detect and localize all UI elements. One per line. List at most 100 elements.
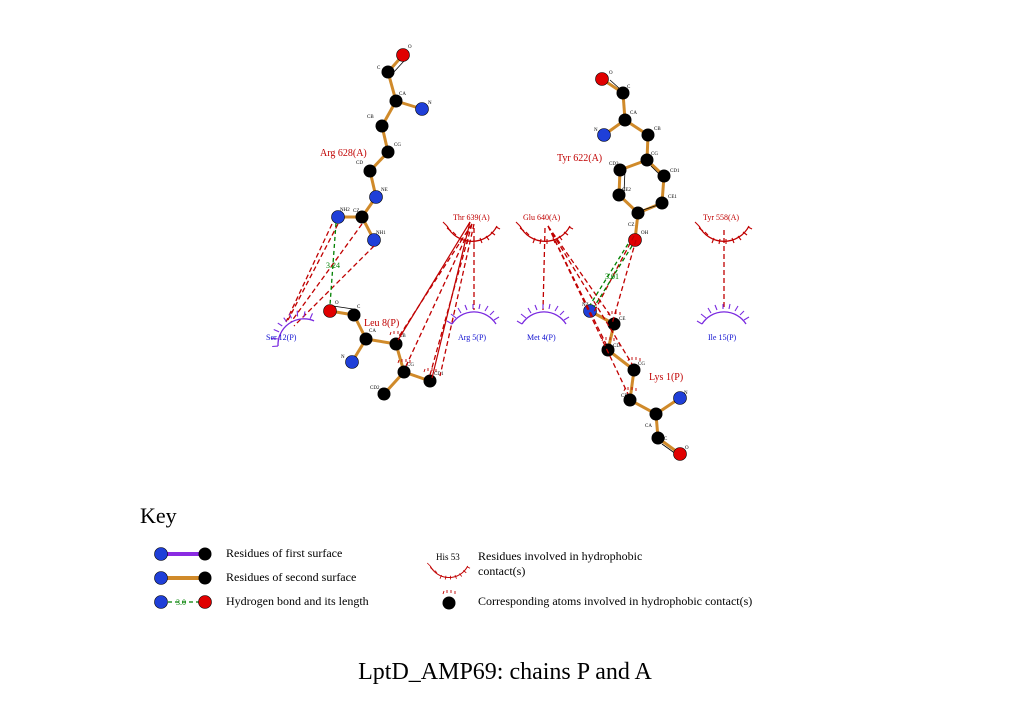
atom-carbon — [423, 374, 437, 388]
residue-tyr622: O C CA N CB CG CD2 CE2 CD1 CE1 CZ OH Tyr… — [557, 71, 680, 247]
atom-label: NE — [381, 188, 388, 193]
atom-carbon — [618, 113, 632, 127]
atom-carbon — [623, 393, 637, 407]
atom-carbon — [355, 210, 369, 224]
atom-carbon — [613, 163, 627, 177]
atom-label: O — [609, 71, 613, 76]
atom-label: N — [341, 355, 345, 360]
atom-carbon — [655, 196, 669, 210]
hbond-length: 3.01 — [605, 272, 619, 281]
atom-carbon — [347, 308, 361, 322]
atom-nitrogen — [345, 355, 359, 369]
legend-hbond: Hydrogen bond and its length — [226, 594, 369, 608]
atom-label: CE — [619, 317, 625, 322]
atom-carbon — [657, 169, 671, 183]
residue-label: Tyr 622(A) — [557, 153, 602, 164]
residue-label: Glu 640(A) — [523, 213, 560, 222]
atom-carbon — [381, 145, 395, 159]
legend-hydrophobic-atoms: Corresponding atoms involved in hydropho… — [478, 594, 752, 608]
atom-label: O — [685, 446, 689, 451]
atom-carbon — [627, 363, 641, 377]
figure-caption: LptD_AMP69: chains P and A — [358, 659, 652, 685]
atom-label: CB — [367, 115, 374, 120]
atom-oxygen — [323, 304, 337, 318]
residue-label: Lys 1(P) — [649, 372, 683, 383]
atom-label: CE2 — [622, 188, 631, 193]
residue-label: Tyr 558(A) — [703, 213, 739, 222]
atom-label: N — [428, 101, 432, 106]
legend-title: Key — [140, 503, 177, 528]
atom-label: C — [377, 66, 381, 71]
atom-label: CZ — [353, 209, 359, 214]
atom-label: CD2 — [609, 162, 619, 167]
atom-label: CA — [645, 424, 652, 429]
atom-label: C — [664, 437, 668, 442]
atom-label: CB — [654, 127, 661, 132]
atom-carbon — [649, 407, 663, 421]
atom-label: C — [627, 85, 631, 90]
atom-carbon — [607, 317, 621, 331]
atom-carbon — [640, 153, 654, 167]
legend-hydrophobic-line1: Residues involved in hydrophobic — [478, 549, 642, 563]
atom-label: CZ — [628, 223, 634, 228]
atom-label: CB — [621, 394, 628, 399]
atom-label: NH2 — [340, 208, 350, 213]
atom-oxygen — [595, 72, 609, 86]
atom-label: CD — [613, 344, 620, 349]
residue-label: Arg 628(A) — [320, 148, 367, 159]
atom-label: CG — [407, 363, 414, 368]
hydrophobic-residue-glu640: Glu 640(A) — [515, 213, 574, 245]
atom-label: CA — [369, 329, 376, 334]
atom-nitrogen — [369, 190, 383, 204]
hydrophobic-residue-tyr558: Tyr 558(A) — [694, 213, 753, 245]
atom-oxygen — [396, 48, 410, 62]
atom-label: N — [684, 391, 688, 396]
atom-carbon — [631, 206, 645, 220]
atom-label: CB — [399, 334, 406, 339]
residue-leu8: O C CA N CB CG CD2 CD1 Leu 8(P) — [323, 301, 444, 401]
legend-hbond-length: 3.0 — [176, 598, 186, 607]
residue-label: Met 4(P) — [527, 333, 556, 342]
atom-oxygen — [628, 233, 642, 247]
atom-carbon — [389, 337, 403, 351]
hydrophobic-contacts — [285, 223, 725, 395]
atom-label: CG — [394, 143, 401, 148]
hydrophobic-residue-ile15: Ile 15(P) — [696, 303, 750, 342]
atom-label: NH1 — [376, 231, 386, 236]
atom-carbon — [375, 119, 389, 133]
atom-carbon — [389, 94, 403, 108]
hydrophobic-residue-met4: Met 4(P) — [516, 303, 570, 342]
atom-label: CG — [638, 362, 645, 367]
atom-label: CD1 — [670, 169, 680, 174]
atom-carbon — [377, 387, 391, 401]
atom-oxygen — [673, 447, 687, 461]
residue-label: Ile 15(P) — [708, 333, 737, 342]
atom-label: CD2 — [370, 386, 380, 391]
residue-label: Arg 5(P) — [458, 333, 486, 342]
atom-nitrogen — [597, 128, 611, 142]
legend-hydrophobic-line2: contact(s) — [478, 564, 525, 578]
atom-carbon — [641, 128, 655, 142]
residue-label: Ser 12(P) — [266, 333, 297, 342]
atom-carbon — [381, 65, 395, 79]
atom-carbon — [397, 365, 411, 379]
atom-label: CA — [399, 92, 406, 97]
atom-nitrogen — [415, 102, 429, 116]
atom-nitrogen — [673, 391, 687, 405]
residue-label: Thr 639(A) — [453, 213, 490, 222]
atom-carbon — [612, 188, 626, 202]
atom-label: O — [408, 45, 412, 50]
atom-label: CD1 — [434, 372, 444, 377]
atom-label: OH — [641, 231, 649, 236]
atom-nitrogen — [331, 210, 345, 224]
atom-label: CG — [651, 152, 658, 157]
hydrophobic-residue-ser12: Ser 12(P) — [261, 302, 318, 350]
atom-label: CA — [630, 111, 637, 116]
legend: Key Residues of first surface Residues o… — [140, 503, 752, 610]
atom-carbon — [616, 86, 630, 100]
hydrophobic-residue-arg5: Arg 5(P) — [446, 303, 500, 342]
atom-label: O — [335, 301, 339, 306]
residue-lys1: NZ CE CD CG CB CA N C O Lys 1(P) — [582, 303, 689, 461]
atom-label: C — [357, 305, 361, 310]
